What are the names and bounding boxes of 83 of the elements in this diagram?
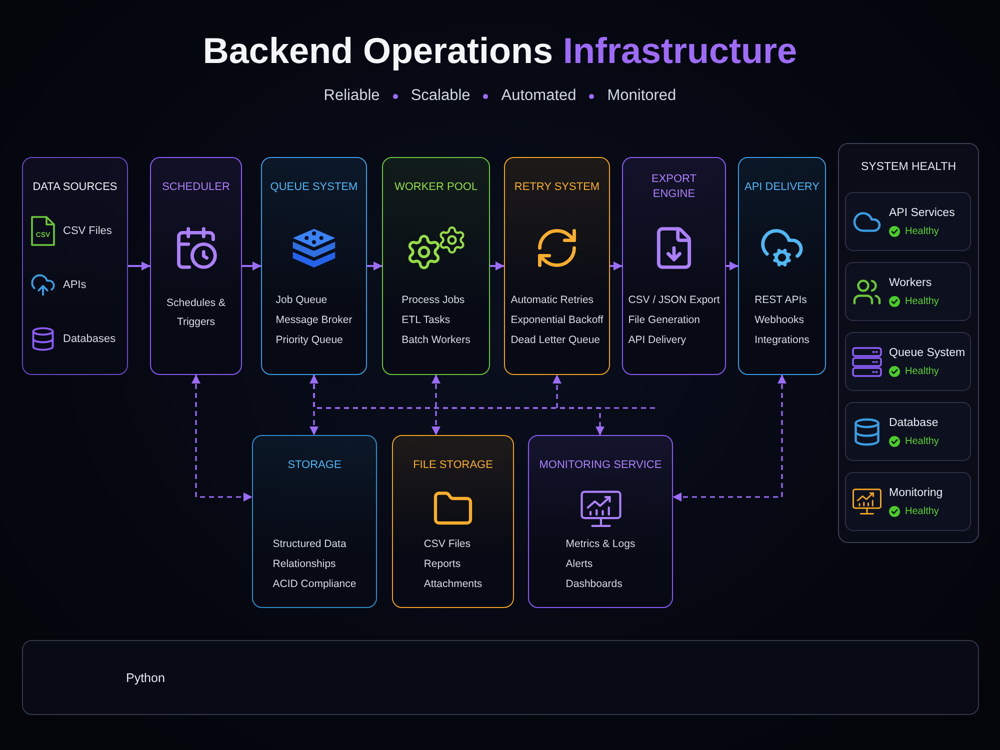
flow-arrow	[610, 262, 622, 270]
status-text: Healthy	[905, 296, 939, 308]
list-item: Priority Queue	[276, 334, 343, 347]
process-card	[738, 157, 826, 375]
process-card	[252, 435, 377, 608]
flow-arrow	[367, 262, 382, 270]
status-text: Healthy	[905, 506, 939, 518]
panel-heading: SYSTEM HEALTH	[861, 160, 956, 175]
service-name: API Services	[889, 206, 955, 220]
source-name: CSV Files	[63, 224, 112, 238]
process-card	[261, 157, 367, 375]
list-item: CSV / JSON Export	[628, 294, 720, 307]
status-card	[845, 332, 971, 391]
card-heading: RETRY SYSTEM	[514, 180, 600, 194]
list-item: ETL Tasks	[402, 314, 450, 327]
list-item: ACID Compliance	[272, 578, 356, 591]
list-item: File Generation	[628, 314, 700, 327]
tagline-word: Reliable	[324, 86, 380, 106]
tagline-word: Scalable	[410, 86, 470, 106]
flow-arrow	[242, 262, 262, 270]
list-item: Integrations	[754, 334, 810, 347]
tech-stack-bar	[22, 640, 979, 715]
flow-arrow	[490, 262, 504, 270]
status-panel	[838, 143, 979, 543]
process-card	[504, 157, 610, 375]
tagline-word: Automated	[501, 86, 576, 106]
card-heading: EXPORT ENGINE	[650, 172, 698, 202]
list-item: Reports	[424, 558, 461, 571]
technology-name: Python	[126, 670, 165, 686]
status-text: Healthy	[905, 366, 939, 378]
flow-arrow	[128, 262, 150, 270]
process-card	[150, 157, 242, 375]
list-item: Dashboards	[566, 578, 622, 591]
list-item: Structured Data	[272, 538, 346, 551]
service-name: Database	[889, 416, 939, 430]
list-item: CSV Files	[424, 538, 470, 551]
tagline-word: Monitored	[607, 86, 676, 106]
service-name: Workers	[889, 276, 933, 290]
process-card	[382, 157, 490, 375]
card-heading: QUEUE SYSTEM	[270, 180, 358, 194]
process-card	[622, 157, 726, 375]
card-heading: STORAGE	[288, 458, 342, 472]
status-card	[845, 192, 971, 251]
list-item: Job Queue	[276, 294, 328, 307]
status-text: Healthy	[905, 436, 939, 448]
service-name: Queue System	[889, 346, 966, 360]
status-card	[845, 402, 971, 461]
list-item: Automatic Retries	[510, 294, 594, 307]
list-item: REST APIs	[754, 294, 807, 307]
card-heading: WORKER POOL	[394, 180, 478, 194]
list-item: Schedules & Triggers	[166, 296, 226, 330]
dashed-connector	[310, 374, 318, 436]
service-name: Monitoring	[889, 486, 943, 500]
card-heading: DATA SOURCES	[32, 180, 118, 194]
dashed-connector	[432, 374, 440, 436]
list-item: Metrics & Logs	[566, 538, 636, 551]
card-heading: SCHEDULER	[162, 180, 230, 194]
card-heading: MONITORING SERVICE	[539, 458, 662, 472]
dashed-connector	[192, 374, 252, 502]
list-item: Webhooks	[754, 314, 804, 327]
list-item: Message Broker	[276, 314, 352, 327]
process-card	[528, 435, 673, 608]
list-item: Attachments	[424, 578, 482, 591]
process-card	[392, 435, 514, 608]
list-item: Process Jobs	[402, 294, 465, 307]
page-title: Backend Operations Infrastructure	[202, 30, 798, 72]
dashed-connector	[313, 375, 604, 436]
list-item: Batch Workers	[402, 334, 470, 347]
list-item: API Delivery	[628, 334, 686, 347]
status-text: Healthy	[905, 226, 939, 238]
card-heading: FILE STORAGE	[413, 458, 493, 472]
source-name: Databases	[63, 332, 116, 346]
source-name: APIs	[63, 278, 86, 292]
list-item: Alerts	[566, 558, 593, 571]
flow-arrow	[726, 262, 738, 270]
data-sources-card	[22, 157, 128, 375]
list-item: Relationships	[272, 558, 336, 571]
card-heading: API DELIVERY	[744, 180, 820, 194]
status-card	[845, 472, 971, 531]
list-item: Dead Letter Queue	[510, 334, 600, 347]
status-card	[845, 262, 971, 321]
dashed-connector	[672, 374, 786, 502]
list-item: Exponential Backoff	[510, 314, 604, 327]
